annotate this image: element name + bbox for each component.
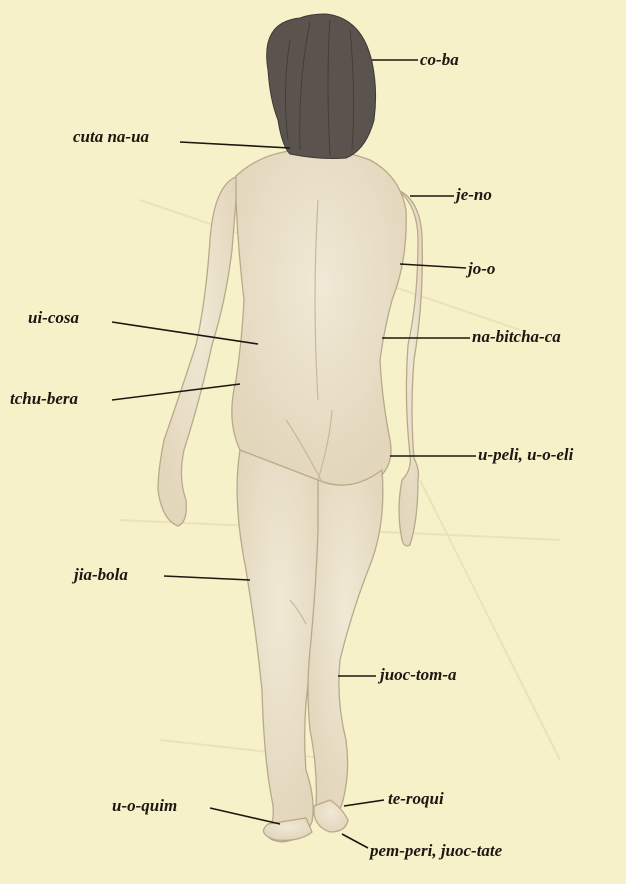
label-juoctoma: juoc-tom-a — [380, 666, 457, 683]
label-jiabola: jia-bola — [74, 566, 128, 583]
leader-teroqui — [344, 800, 384, 806]
label-nabitchaca: na-bitcha-ca — [472, 328, 561, 345]
label-upeli: u-peli, u-o-eli — [478, 446, 573, 463]
label-tchubera: tchu-bera — [10, 390, 78, 407]
leader-cutanaua — [180, 142, 290, 148]
leader-uicosa — [112, 322, 258, 344]
leader-uoquim — [210, 808, 280, 824]
label-joo: jo-o — [468, 260, 495, 277]
label-coba: co-ba — [420, 51, 459, 68]
leader-jiabola — [164, 576, 250, 580]
label-cutanaua: cuta na-ua — [73, 128, 149, 145]
label-pemperi: pem-peri, juoc-tate — [370, 842, 502, 859]
hair — [267, 14, 376, 159]
label-uoquim: u-o-quim — [112, 797, 177, 814]
leader-pemperi — [342, 834, 368, 848]
leader-tchubera — [112, 384, 240, 400]
leader-joo — [400, 264, 466, 268]
label-teroqui: te-roqui — [388, 790, 444, 807]
label-jeno: je-no — [456, 186, 492, 203]
human-figure — [158, 150, 422, 842]
label-uicosa: ui-cosa — [28, 309, 79, 326]
